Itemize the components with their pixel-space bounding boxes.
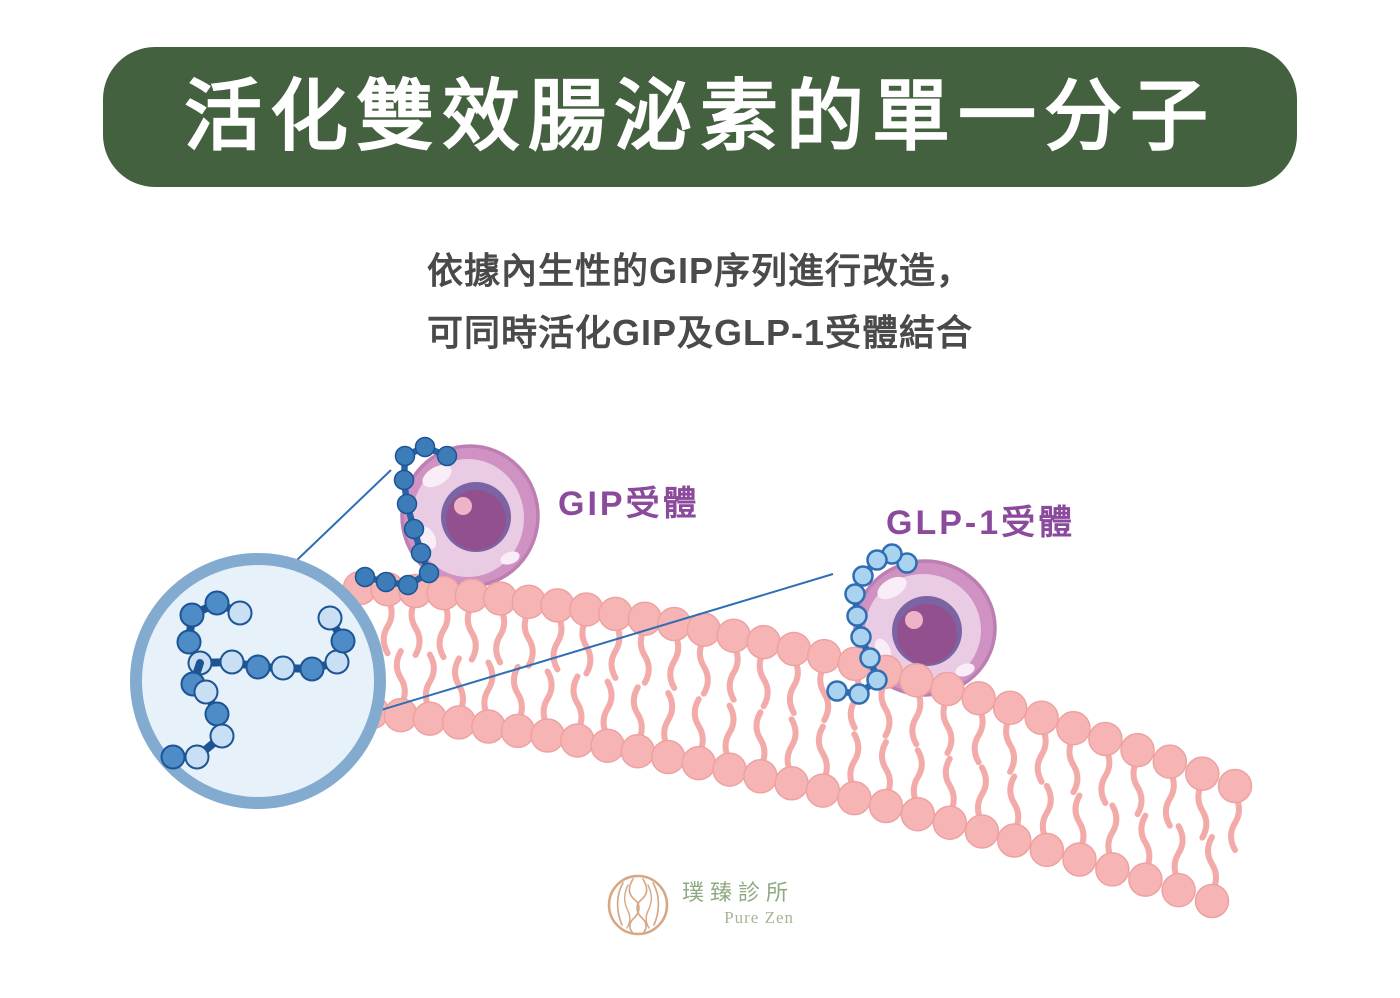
lipid-heads bbox=[342, 570, 1253, 919]
clinic-logo-text: 璞臻診所 Pure Zen bbox=[682, 873, 795, 927]
gip-receptor-label: GIP受體 bbox=[558, 485, 700, 523]
glp1-receptor-cell bbox=[853, 559, 997, 697]
pure-zen-emblem-icon bbox=[607, 874, 669, 936]
zoomed-molecule-chain bbox=[160, 590, 356, 770]
clinic-logo: 璞臻診所 Pure Zen bbox=[606, 873, 794, 937]
magnifier-connector-lines bbox=[295, 469, 834, 714]
subtitle-line-2: 可同時活化GIP及GLP-1受體結合 bbox=[426, 312, 974, 353]
gip-receptor-cell bbox=[400, 444, 540, 588]
lipid-tails bbox=[353, 594, 1242, 895]
gip-peptide-chain bbox=[354, 436, 458, 596]
clinic-name: 璞臻診所 bbox=[682, 880, 795, 905]
glp1-receptor-label: GLP-1受體 bbox=[886, 504, 1076, 542]
page-title: 活化雙效腸泌素的單一分子 bbox=[183, 73, 1216, 160]
subtitle-line-1: 依據內生性的GIP序列進行改造， bbox=[426, 250, 974, 291]
clinic-name-en: Pure Zen bbox=[724, 908, 794, 927]
glp1-peptide-chain bbox=[826, 543, 918, 705]
title-banner: 活化雙效腸泌素的單一分子 bbox=[103, 47, 1297, 187]
cell-membrane bbox=[342, 570, 1253, 919]
molecule-magnifier bbox=[130, 553, 386, 809]
subtitle: 依據內生性的GIP序列進行改造， 可同時活化GIP及GLP-1受體結合 bbox=[0, 240, 1400, 364]
